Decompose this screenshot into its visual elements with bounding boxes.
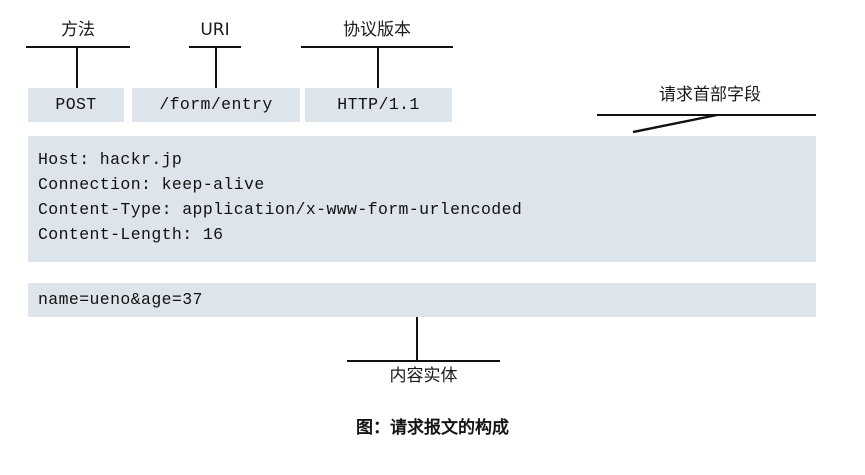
callout-rule-method xyxy=(26,46,130,48)
request-body-block: name=ueno&age=37 xyxy=(28,283,816,317)
callout-label-uri: URI xyxy=(200,20,230,40)
callout-stem-uri xyxy=(215,46,217,88)
figure-caption: 图：请求报文的构成 xyxy=(356,418,509,438)
callout-label-request-headers: 请求首部字段 xyxy=(659,85,761,105)
request-version-block: HTTP/1.1 xyxy=(305,88,452,122)
callout-stem-entity xyxy=(416,317,418,361)
body-line: name=ueno&age=37 xyxy=(38,290,203,309)
callout-rule-entity xyxy=(347,360,500,362)
callout-label-method: 方法 xyxy=(61,20,95,40)
callout-stem-version xyxy=(377,46,379,88)
callout-label-entity: 内容实体 xyxy=(389,366,458,386)
callout-label-version: 协议版本 xyxy=(343,20,411,40)
callout-rule-request-headers xyxy=(597,114,816,116)
request-headers-block: Host: hackr.jp Connection: keep-alive Co… xyxy=(28,136,816,262)
callout-stem-method xyxy=(76,46,78,88)
header-line: Content-Length: 16 xyxy=(38,225,224,244)
request-uri-block: /form/entry xyxy=(132,88,300,122)
header-line: Host: hackr.jp xyxy=(38,150,183,169)
header-line: Connection: keep-alive xyxy=(38,175,265,194)
header-line: Content-Type: application/x-www-form-url… xyxy=(38,200,523,219)
request-method-block: POST xyxy=(28,88,124,122)
